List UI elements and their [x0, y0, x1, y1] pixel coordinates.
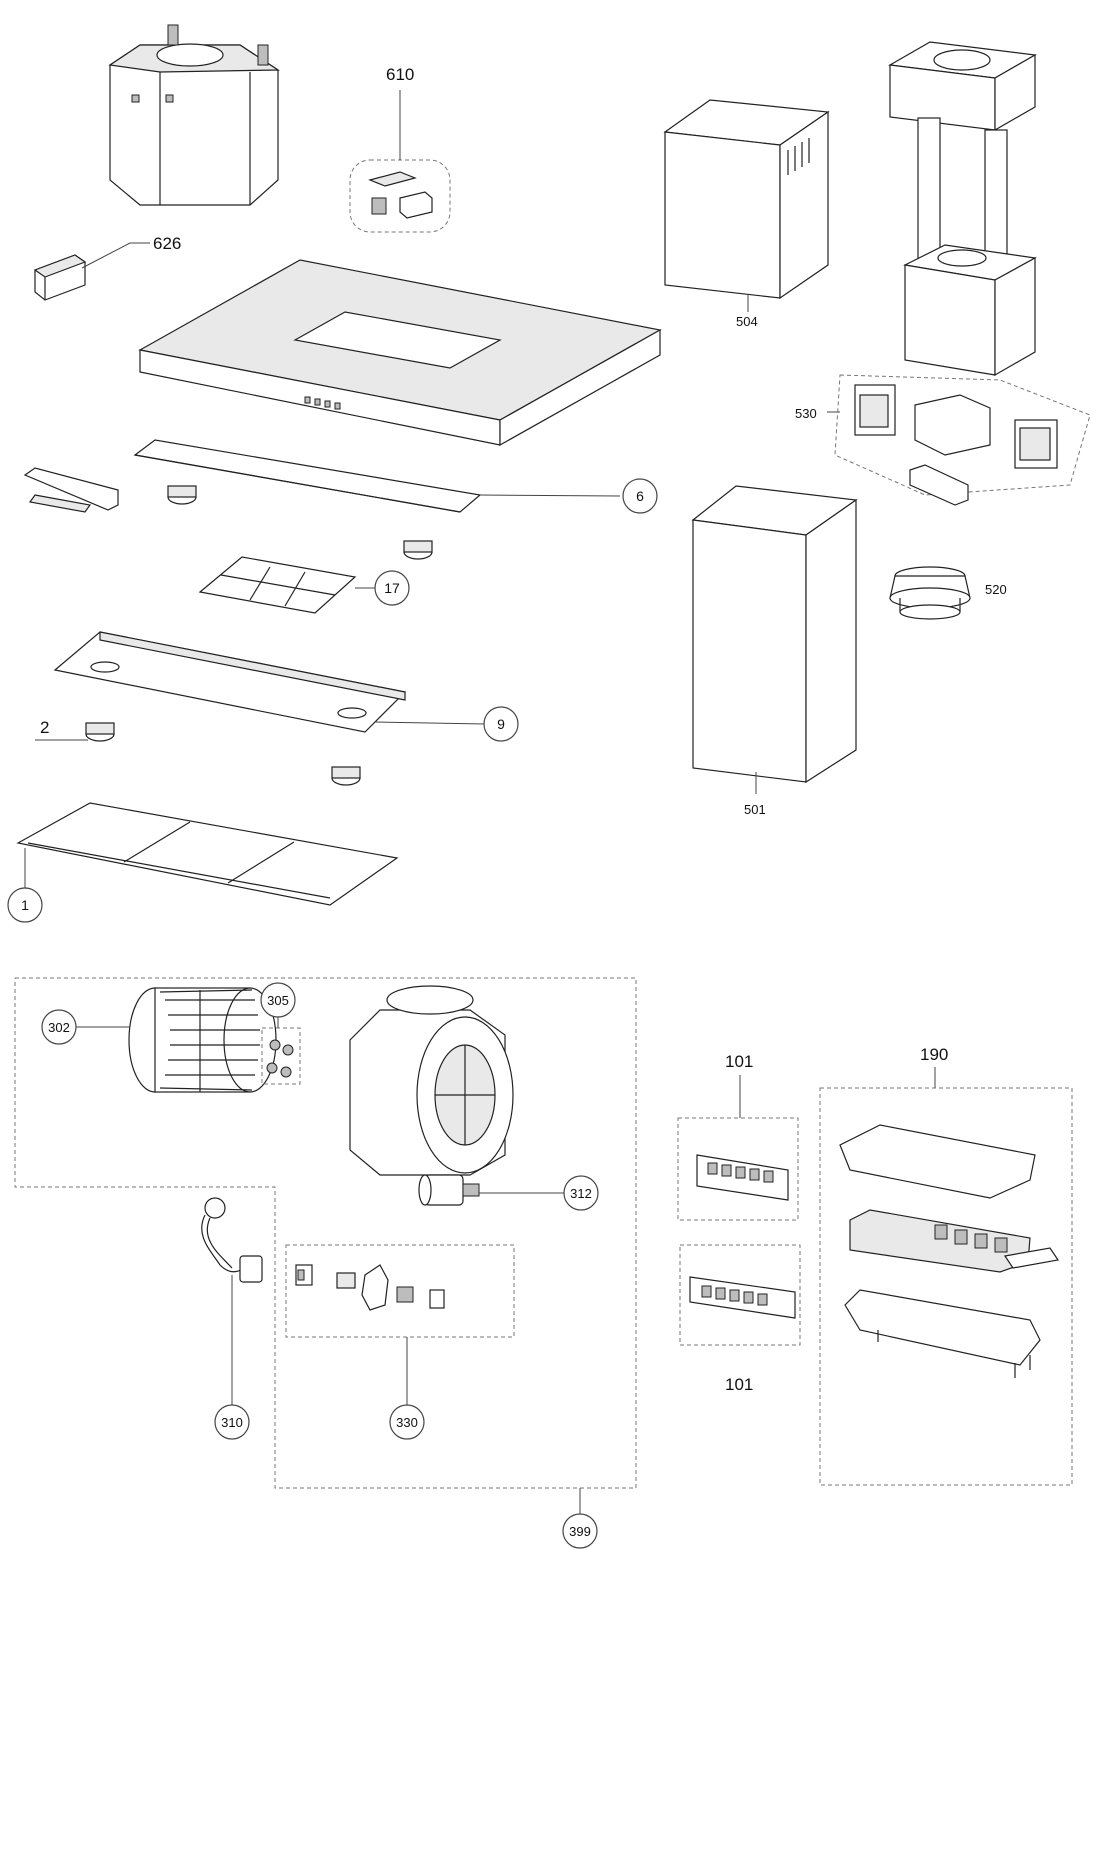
part-305-screws: 305: [260, 982, 301, 1085]
part-610-group: 610: [349, 65, 451, 233]
motor-housing-box: [108, 24, 280, 206]
part-2-leader: 2: [35, 718, 88, 741]
label-2: 2: [40, 718, 49, 737]
label-310: 310: [221, 1415, 243, 1430]
label-530: 530: [795, 406, 817, 421]
part-302-fan-wheel: 302: [41, 987, 277, 1093]
label-101-upper: 101: [725, 1052, 753, 1071]
hood-canopy: [138, 259, 662, 447]
label-330: 330: [396, 1415, 418, 1430]
part-101-upper-panel: 101: [677, 1052, 799, 1221]
part-1-grease-filters: 1: [7, 802, 399, 923]
label-101-lower: 101: [725, 1375, 753, 1394]
part-6-rail: 6: [133, 439, 658, 514]
label-312: 312: [570, 1186, 592, 1201]
part-501-chimney: 501: [691, 485, 858, 817]
part-530-group: 530: [795, 374, 1091, 506]
label-504: 504: [736, 314, 758, 329]
label-520: 520: [985, 582, 1007, 597]
label-501: 501: [744, 802, 766, 817]
part-399-kit-outline: 399: [14, 977, 637, 1549]
part-312-capacitor: 312: [418, 1174, 599, 1211]
mounting-frame: [888, 41, 1037, 377]
blower-motor: [349, 985, 514, 1176]
round-clips: [85, 485, 433, 786]
part-9-plate: 9: [53, 631, 519, 742]
part-504-chimney-cover: 504: [663, 99, 830, 329]
label-305: 305: [267, 993, 289, 1008]
label-610: 610: [386, 65, 414, 84]
label-190: 190: [920, 1045, 948, 1064]
part-626: 626: [33, 234, 181, 301]
label-9: 9: [497, 716, 505, 732]
label-6: 6: [636, 488, 644, 504]
label-17: 17: [384, 580, 400, 596]
left-bracket: [23, 467, 119, 513]
part-310-cable: 310: [201, 1197, 263, 1440]
part-17-filter: 17: [198, 556, 410, 614]
part-520-collar: 520: [889, 566, 1007, 620]
part-190-electronics: 190: [819, 1045, 1073, 1486]
label-302: 302: [48, 1020, 70, 1035]
label-399: 399: [569, 1524, 591, 1539]
part-330-group: 330: [285, 1244, 515, 1440]
part-101-lower-panel: 101: [679, 1244, 801, 1394]
label-626: 626: [153, 234, 181, 253]
label-1: 1: [21, 897, 29, 913]
